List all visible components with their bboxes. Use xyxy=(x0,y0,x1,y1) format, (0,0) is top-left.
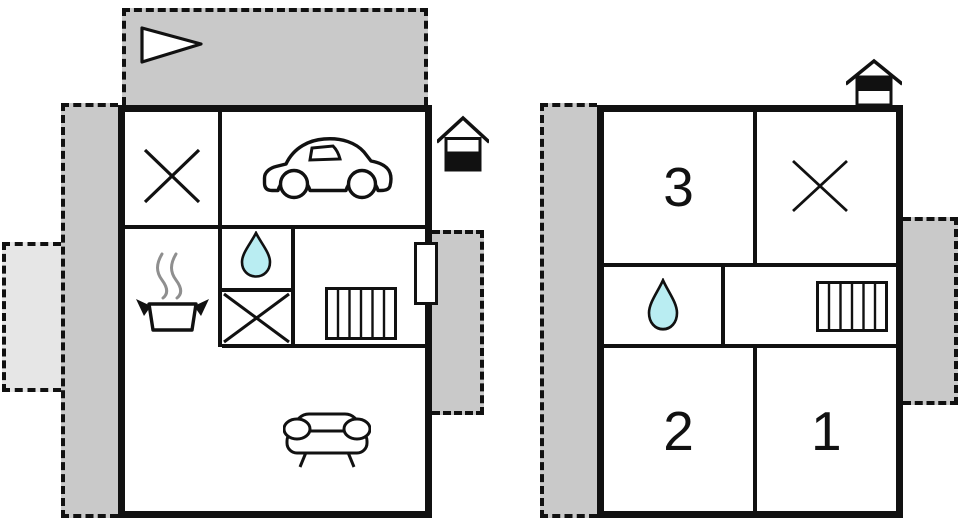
terrace-right xyxy=(432,230,484,415)
radiator-icon xyxy=(816,281,888,332)
steam-icon xyxy=(170,252,183,300)
interior-wall xyxy=(291,225,295,347)
terrace-top xyxy=(122,8,428,105)
house-level-ground-icon xyxy=(437,115,489,172)
interior-wall xyxy=(218,112,222,347)
sofa-icon xyxy=(283,412,371,468)
entrance-arrow-icon xyxy=(140,26,203,64)
interior-wall xyxy=(221,344,425,348)
house-level-upper-icon xyxy=(846,58,902,107)
room-2-label: 2 xyxy=(663,399,694,462)
x-marker-icon xyxy=(792,159,848,213)
interior-wall xyxy=(125,225,425,229)
crossed-box-icon xyxy=(223,292,290,344)
room-3-label: 3 xyxy=(663,156,694,218)
door xyxy=(414,242,438,305)
terrace-right-upper xyxy=(903,217,958,405)
cooking-pot-icon xyxy=(136,252,209,332)
building-ground xyxy=(118,105,432,518)
interior-wall xyxy=(753,112,757,263)
interior-wall xyxy=(721,266,725,344)
interior-wall xyxy=(604,263,896,267)
room-1-label: 1 xyxy=(810,399,842,462)
patio-left xyxy=(2,242,61,392)
car-icon xyxy=(262,137,393,200)
interior-wall xyxy=(604,344,896,348)
x-marker-icon xyxy=(143,148,201,204)
water-drop-icon xyxy=(240,231,272,278)
water-drop-icon xyxy=(647,278,679,331)
steam-icon xyxy=(156,252,169,300)
radiator-icon xyxy=(325,287,397,340)
interior-wall xyxy=(221,288,292,292)
interior-wall xyxy=(753,347,757,511)
terrace-left xyxy=(61,103,118,518)
terrace-left-upper xyxy=(540,103,597,518)
building-upper: 3 2 1 xyxy=(597,105,903,518)
